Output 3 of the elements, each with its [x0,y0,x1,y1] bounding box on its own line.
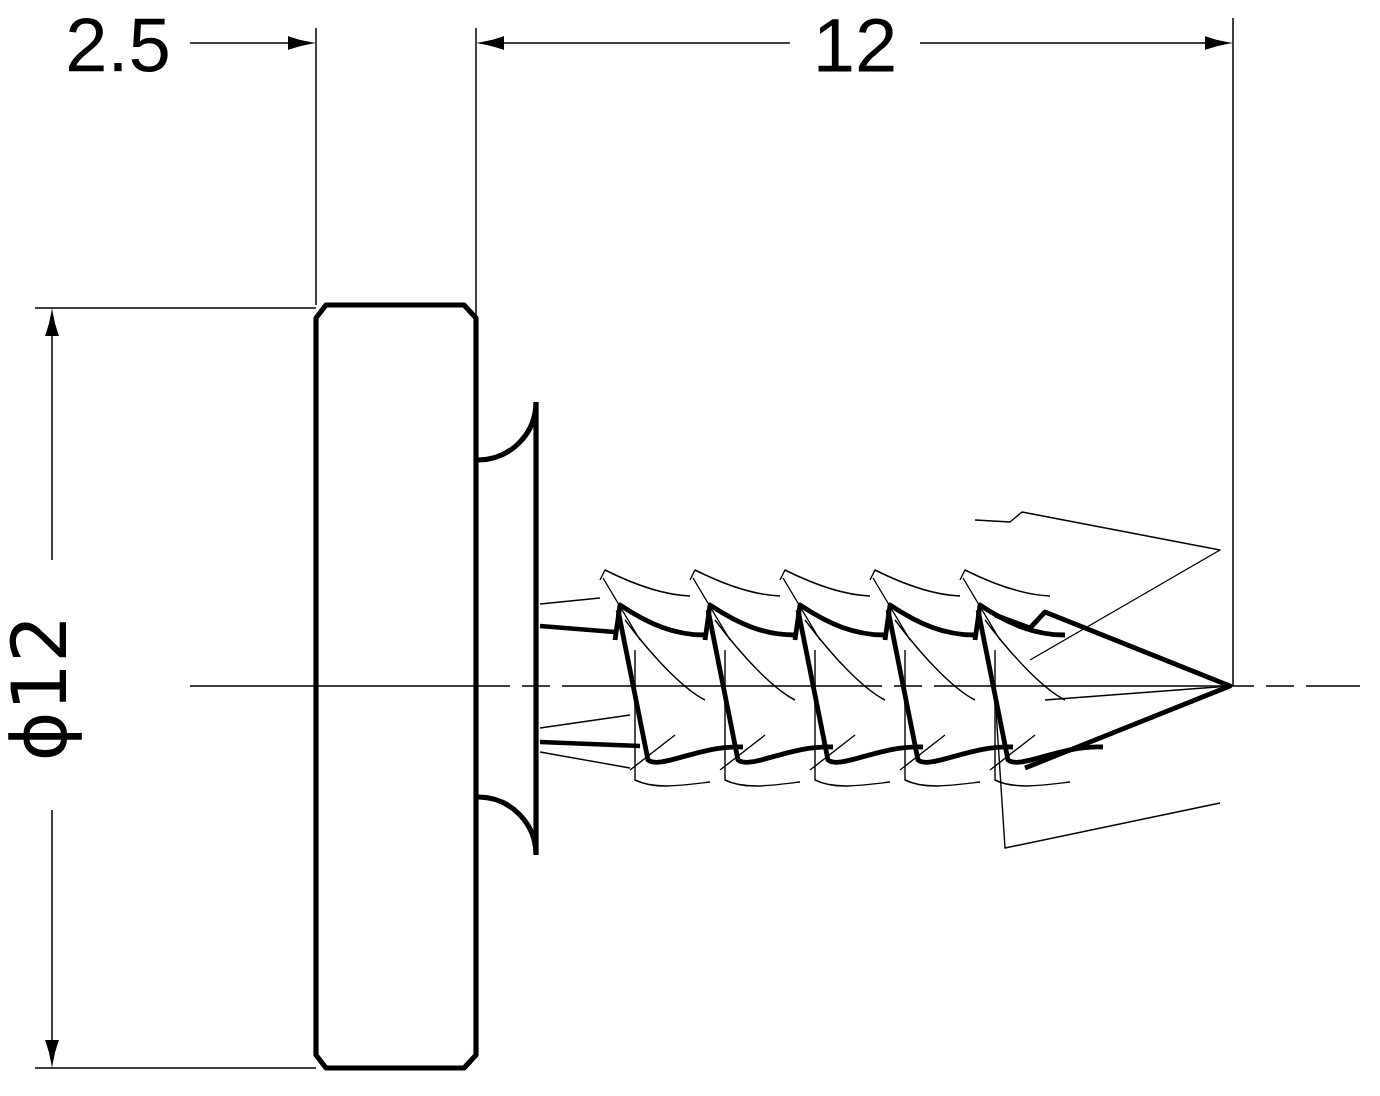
dimension-label: ϕ12 [8,622,82,758]
dimension-label: 2.5 [69,18,168,72]
dimension-label: 12 [818,18,894,72]
